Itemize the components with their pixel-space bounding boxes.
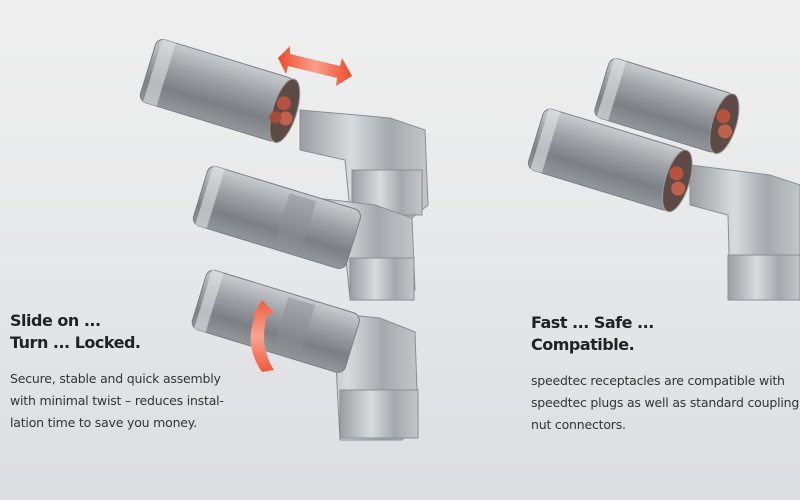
connector-middle bbox=[192, 165, 416, 301]
feature-description-line3: lation time to save you money. bbox=[10, 415, 197, 430]
rotate-arrow-icon bbox=[250, 300, 275, 372]
feature-description-line2: with minimal twist – reduces instal- bbox=[10, 393, 224, 408]
connector-right-plug-upper bbox=[594, 57, 740, 155]
feature-heading-line2: Turn ... Locked. bbox=[10, 333, 141, 352]
feature-description-line1: speedtec receptacles are compatible with bbox=[531, 373, 785, 388]
slide-arrow-icon bbox=[278, 46, 352, 86]
feature-description-line2: speedtec plugs as well as standard coupl… bbox=[531, 395, 800, 410]
feature-heading-line1: Slide on ... bbox=[10, 311, 101, 330]
feature-slide-turn-lock: Slide on ... Turn ... Locked. Secure, st… bbox=[10, 310, 250, 434]
connector-bottom bbox=[191, 269, 419, 441]
connector-top bbox=[139, 38, 429, 219]
feature-heading-line2: Compatible. bbox=[531, 335, 635, 354]
feature-description-line3: nut connectors. bbox=[531, 417, 626, 432]
receptacle-right bbox=[527, 108, 800, 301]
feature-heading-line1: Fast ... Safe ... bbox=[531, 313, 654, 332]
feature-fast-safe-compatible: Fast ... Safe ... Compatible. speedtec r… bbox=[531, 312, 800, 436]
feature-description-line1: Secure, stable and quick assembly bbox=[10, 371, 221, 386]
